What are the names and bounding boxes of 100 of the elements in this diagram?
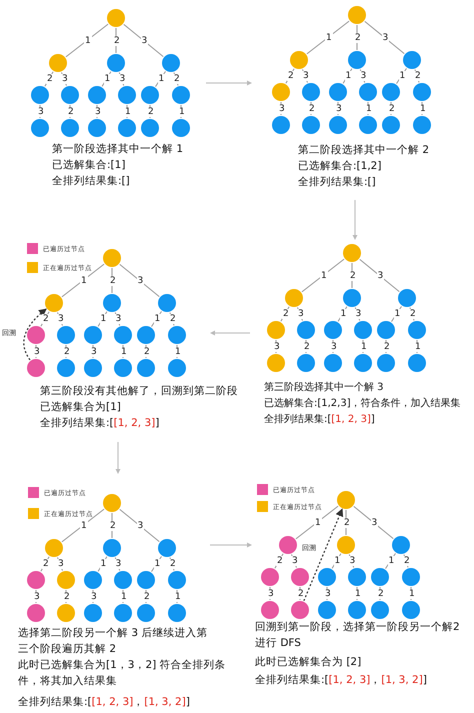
edge-label: 3 xyxy=(297,309,305,319)
edge-label: 3 xyxy=(33,592,41,602)
tree-node xyxy=(297,354,315,372)
edge-label: 3 xyxy=(382,32,390,42)
tree-node xyxy=(118,86,136,104)
tree-node xyxy=(84,359,102,377)
edge-label: 3 xyxy=(370,518,378,528)
tree-node xyxy=(45,294,63,312)
edge-label: 1 xyxy=(158,74,166,84)
edge-label: 2 xyxy=(377,588,385,598)
edge-label: 3 xyxy=(324,588,332,598)
edge-label: 3 xyxy=(37,106,45,116)
tree-node xyxy=(57,604,75,622)
edge-label: 3 xyxy=(335,104,343,114)
tree-node xyxy=(398,289,416,307)
step-text: 全排列结果集:[] xyxy=(298,175,376,190)
edge-label: 1 xyxy=(325,32,333,42)
edge-label: 3 xyxy=(90,346,98,356)
edge-label: 2 xyxy=(67,106,75,116)
backtrack-arrow xyxy=(303,508,344,601)
edge-label: 2 xyxy=(349,270,357,280)
step-text: 已选解集合:[1,2] xyxy=(298,159,382,174)
edge-label: 2 xyxy=(343,518,351,528)
step-text: 全排列结果集:[] xyxy=(52,174,130,189)
tree-node xyxy=(172,119,190,137)
tree-edge xyxy=(119,264,160,298)
tree-node xyxy=(57,571,75,589)
edge-label: 1 xyxy=(360,342,368,352)
edge-label: 2 xyxy=(169,314,177,324)
tree-node xyxy=(114,604,132,622)
edge-label: 3 xyxy=(90,592,98,602)
edge-label: 2 xyxy=(287,71,295,81)
step-text: 第二阶段选择其中一个解 2 xyxy=(298,143,430,158)
edge-label: 3 xyxy=(136,520,144,530)
tree-node xyxy=(302,83,320,101)
edge-label: 2 xyxy=(282,309,290,319)
tree-node xyxy=(61,86,79,104)
edge-label: 2 xyxy=(63,592,71,602)
edge-label: 1 xyxy=(344,71,352,81)
tree-node xyxy=(408,321,426,339)
tree-node xyxy=(162,54,180,72)
edge-label: 3 xyxy=(114,314,122,324)
edge-label: 1 xyxy=(84,36,92,46)
tree-edge xyxy=(154,70,166,88)
edge-label: 3 xyxy=(267,588,275,598)
tree-node xyxy=(337,491,355,509)
edge-label: 1 xyxy=(120,346,128,356)
tree-edge xyxy=(364,20,405,54)
tree-node xyxy=(158,539,176,557)
tree-node xyxy=(158,294,176,312)
edge-label: 2 xyxy=(354,32,362,42)
edge-label: 2 xyxy=(143,346,151,356)
edge-label: 2 xyxy=(46,74,54,84)
edge-label: 1 xyxy=(174,592,182,602)
tree-edge xyxy=(61,508,105,542)
tree-node xyxy=(272,83,290,101)
tree-node xyxy=(302,116,320,134)
tree-node xyxy=(137,571,155,589)
tree-node xyxy=(290,51,308,69)
edge-label: 1 xyxy=(365,104,373,114)
tree-node xyxy=(329,116,347,134)
step-text: 第三阶段选择其中一个解 3 xyxy=(264,380,384,395)
tree-node xyxy=(324,354,342,372)
tree-node xyxy=(285,289,303,307)
tree-node xyxy=(348,51,366,69)
edge-label: 3 xyxy=(57,559,65,569)
tree-node xyxy=(84,571,102,589)
tree-node xyxy=(107,54,125,72)
edge-label: 3 xyxy=(354,309,362,319)
edge-label: 3 xyxy=(360,71,368,81)
edge-label: 2 xyxy=(42,314,50,324)
tree-node xyxy=(141,86,159,104)
result-text: 全排列结果集:[[1, 2, 3]] xyxy=(40,416,160,431)
tree-node xyxy=(103,294,121,312)
edge-label: 3 xyxy=(376,270,384,280)
tree-node xyxy=(84,326,102,344)
step-text: 此时已选解集合为[1，3，2] 符合全排列条件，将其加入结果集 xyxy=(18,658,227,689)
edge-label: 3 xyxy=(33,346,41,356)
tree-node xyxy=(137,359,155,377)
tree-node xyxy=(371,601,389,619)
tree-node xyxy=(114,571,132,589)
tree-edge xyxy=(65,24,109,58)
tree-edge xyxy=(61,264,105,298)
tree-node xyxy=(297,321,315,339)
edge-label: 1 xyxy=(408,588,416,598)
tree-node xyxy=(354,354,372,372)
tree-node xyxy=(291,568,309,586)
tree-node xyxy=(377,354,395,372)
edge-label: 1 xyxy=(354,588,362,598)
tree-node xyxy=(354,321,372,339)
tree-node xyxy=(318,601,336,619)
edge-label: 2 xyxy=(173,74,181,84)
edge-label: 3 xyxy=(330,342,338,352)
edge-label: 2 xyxy=(403,556,411,566)
tree-node xyxy=(103,249,121,267)
tree-edge xyxy=(123,24,164,58)
tree-node xyxy=(114,359,132,377)
edge-label: 3 xyxy=(278,104,286,114)
step-text: 选择第二阶段另一个解 3 后继续进入第三个阶段遍历其解 2 xyxy=(18,626,208,657)
edge-label: 2 xyxy=(42,559,50,569)
